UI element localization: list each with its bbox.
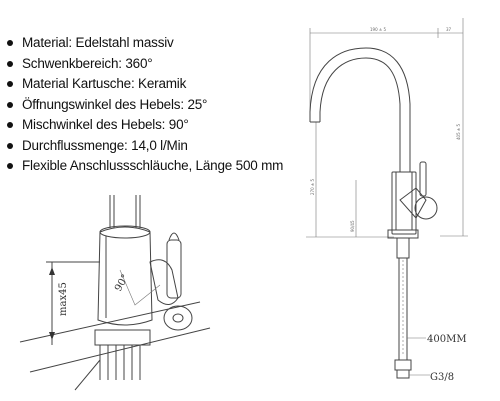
dim-spout-height-label: 270 ± 5 — [310, 178, 315, 195]
spout-height-dimension: 270 ± 5 90/45 — [306, 122, 394, 238]
hoses: 400MM G3/8 — [394, 237, 467, 383]
spec-text: Material Kartusche: Keramik — [22, 76, 187, 91]
spec-item: Material Kartusche: Keramik — [6, 74, 306, 95]
detail-spout-stem — [109, 195, 141, 228]
dim-body-label: 90/45 — [350, 220, 355, 232]
spec-text: Flexible Anschlussschläuche, Länge 500 m… — [22, 158, 284, 173]
detail-lever — [149, 232, 193, 331]
dim-width-label: 190 ± 5 — [370, 27, 387, 32]
spout — [309, 47, 411, 172]
spec-text: Material: Edelstahl massiv — [22, 35, 174, 50]
bullet-icon — [7, 142, 13, 149]
bullet-icon — [7, 163, 13, 169]
spec-list: Material: Edelstahl massiv Schwenkbereic… — [6, 33, 306, 177]
bullet-icon — [7, 81, 13, 87]
dim-total-height-label: 405 ± 5 — [456, 123, 461, 140]
height-dimension: max45 — [46, 261, 100, 345]
dim-spout-label: 37 — [446, 27, 452, 32]
spec-text: Öffnungswinkel des Hebels: 25° — [22, 96, 208, 112]
spec-item: Öffnungswinkel des Hebels: 25° — [6, 95, 306, 116]
spec-text: Mischwinkel des Hebels: 90° — [22, 117, 189, 132]
bullet-icon — [7, 60, 13, 67]
spec-text: Schwenkbereich: 360° — [22, 55, 153, 71]
spec-item: Schwenkbereich: 360° — [6, 54, 306, 75]
thread-size-label: G3/8 — [430, 372, 454, 383]
bullet-icon — [7, 101, 13, 108]
detail-base — [19, 301, 211, 391]
max-height-label: max45 — [58, 282, 69, 316]
spec-item: Material: Edelstahl massiv — [6, 33, 306, 54]
spec-item: Durchflussmenge: 14,0 l/Min — [6, 136, 306, 157]
detail-body — [97, 225, 153, 326]
spec-item: Mischwinkel des Hebels: 90° — [6, 115, 306, 136]
total-height-dimension: 405 ± 5 — [440, 38, 468, 237]
bullet-icon — [7, 122, 13, 128]
spec-text: Durchflussmenge: 14,0 l/Min — [22, 137, 188, 153]
spec-item: Flexible Anschlussschläuche, Länge 500 m… — [6, 156, 306, 177]
hose-length-label: 400MM — [427, 334, 467, 345]
bullet-icon — [7, 40, 13, 46]
